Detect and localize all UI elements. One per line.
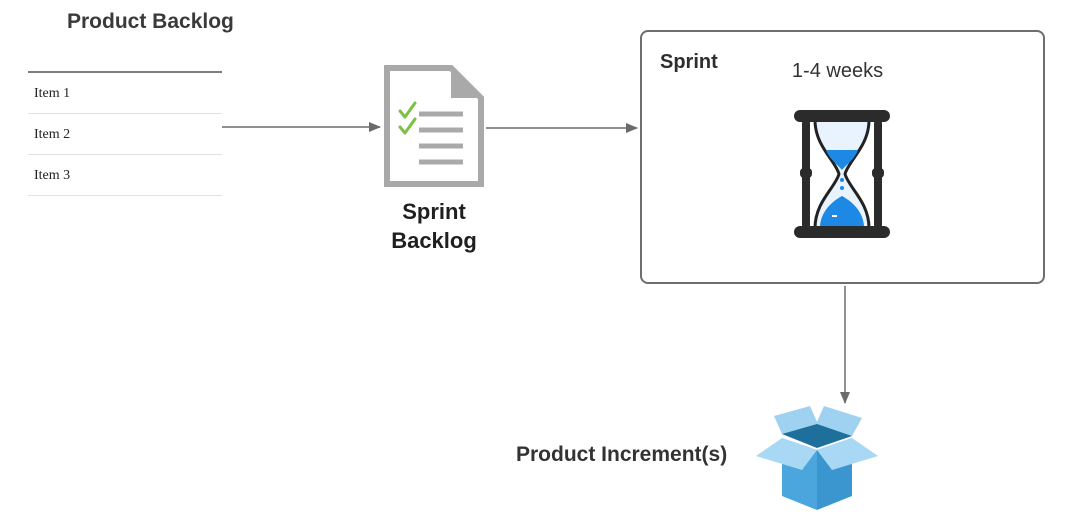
product-backlog-title: Product Backlog	[67, 10, 234, 33]
sprint-backlog-label: Sprint Backlog	[370, 197, 498, 255]
backlog-top-rule	[28, 71, 222, 73]
sprint-duration: 1-4 weeks	[791, 60, 884, 82]
sprint-title: Sprint	[660, 51, 718, 73]
hourglass-icon	[794, 110, 890, 238]
open-box-icon	[756, 406, 878, 510]
backlog-item-2: Item 2	[28, 114, 222, 155]
backlog-item-3: Item 3	[28, 155, 222, 196]
backlog-item-1: Item 1	[28, 73, 222, 114]
sprint-backlog-label-line2: Backlog	[391, 228, 477, 253]
product-increment-label: Product Increment(s)	[516, 443, 728, 466]
sprint-backlog-label-line1: Sprint	[402, 199, 466, 224]
product-backlog-list: Item 1 Item 2 Item 3	[28, 71, 222, 196]
checklist-document-icon	[384, 65, 484, 187]
